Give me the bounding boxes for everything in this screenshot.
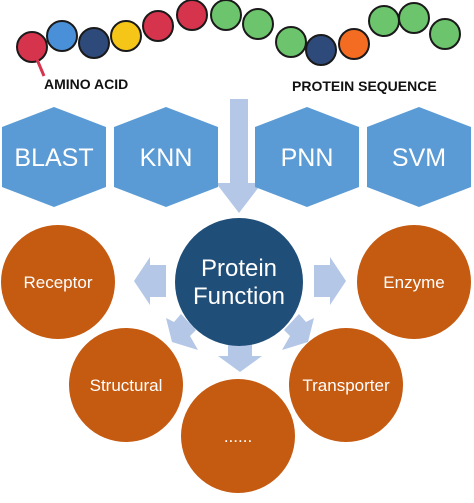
amino-acid-bead [142, 10, 174, 42]
hexagon-label: SVM [392, 144, 446, 172]
down-arrow [216, 99, 262, 213]
center-line-1: Protein [201, 255, 277, 282]
arrow-to-receptor [134, 257, 166, 305]
function-transporter: Transporter [289, 328, 403, 442]
amino-acid-bead [305, 34, 337, 66]
function-label: Receptor [24, 273, 93, 292]
amino-acid-label: AMINO ACID [44, 76, 128, 92]
arrow-to-transporter [282, 314, 314, 350]
function-enzyme: Enzyme [357, 225, 471, 339]
amino-acid-chain [16, 0, 461, 66]
protein-function-node: Protein Function [175, 218, 303, 346]
amino-acid-bead [275, 26, 307, 58]
amino-acid-bead [338, 28, 370, 60]
amino-acid-bead [46, 20, 78, 52]
amino-acid-bead [16, 31, 48, 63]
function-receptor: Receptor [1, 225, 115, 339]
amino-acid-bead [429, 18, 461, 50]
hexagon-pnn: PNN [255, 107, 359, 207]
function-more: ...... [181, 379, 295, 493]
function-label: Enzyme [383, 273, 444, 292]
hexagon-label: BLAST [14, 144, 93, 172]
hexagon-svm: SVM [367, 107, 471, 207]
function-label: Structural [90, 376, 163, 395]
amino-acid-bead [78, 27, 110, 59]
hexagon-label: PNN [281, 144, 334, 172]
hexagon-blast: BLAST [2, 107, 106, 207]
hexagon-knn: KNN [114, 107, 218, 207]
protein-sequence-label: PROTEIN SEQUENCE [292, 78, 437, 94]
arrow-to-enzyme [314, 257, 346, 305]
arrow-to-more [218, 338, 262, 372]
hexagon-label: KNN [140, 144, 193, 172]
function-label: Transporter [302, 376, 390, 395]
arrow-to-structural [166, 314, 198, 350]
amino-acid-pointer [34, 56, 46, 77]
amino-acid-bead [210, 0, 242, 31]
amino-acid-bead [368, 5, 400, 37]
amino-acid-bead [176, 0, 208, 31]
amino-acid-bead [242, 8, 274, 40]
function-label: ...... [224, 427, 252, 446]
function-structural: Structural [69, 328, 183, 442]
amino-acid-bead [398, 2, 430, 34]
center-line-2: Function [193, 283, 285, 310]
amino-acid-bead [110, 20, 142, 52]
